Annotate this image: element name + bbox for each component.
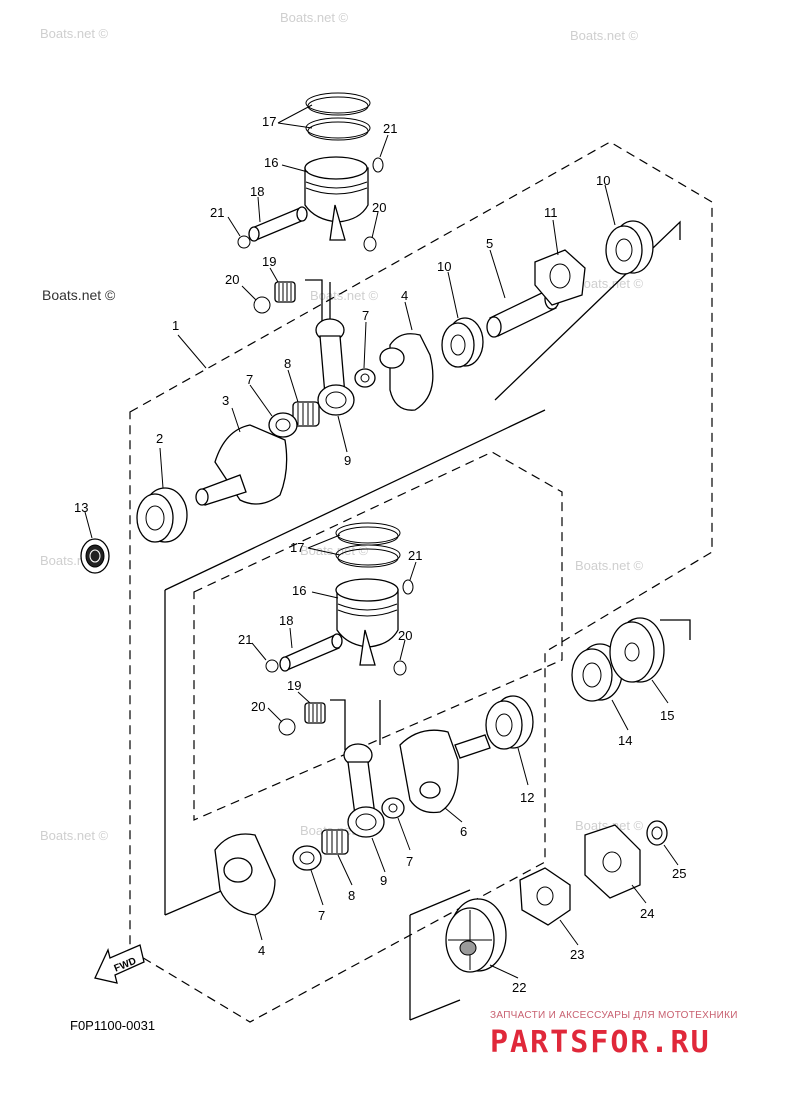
coupling-hub-22 [445, 898, 507, 973]
callout-24: 24 [640, 906, 654, 921]
callout-8: 8 [284, 356, 291, 371]
callout-9: 9 [380, 873, 387, 888]
callout-16: 16 [292, 583, 306, 598]
callout-23: 23 [570, 947, 584, 962]
crank-web-4-lower [214, 833, 276, 916]
callout-20: 20 [251, 699, 265, 714]
damper-23 [519, 867, 571, 926]
callout-14: 14 [618, 733, 632, 748]
lower-piston [335, 578, 399, 666]
grouping-lines [164, 220, 691, 1021]
callout-2: 2 [156, 431, 163, 446]
callout-21: 21 [238, 632, 252, 647]
lower-washer-7 [292, 845, 322, 871]
callout-18: 18 [250, 184, 264, 199]
callout-15: 15 [660, 708, 674, 723]
watermark: Boats.net © [575, 558, 644, 573]
watermark: Boats.net © [310, 288, 379, 303]
callout-16: 16 [264, 155, 278, 170]
watermark: Boats.net © [280, 10, 349, 25]
lower-thrust-washer [381, 797, 405, 819]
callout-21: 21 [408, 548, 422, 563]
crank-web-4-upper [379, 333, 434, 411]
upper-thrust-washer [354, 368, 376, 388]
lower-connecting-rod [343, 743, 385, 838]
lower-piston-rings [335, 522, 401, 568]
assembly-outlines [129, 141, 713, 1023]
watermark: Boats.net © [40, 26, 109, 41]
callout-11: 11 [544, 205, 558, 220]
callout-21: 21 [383, 121, 397, 136]
callout-5: 5 [486, 236, 493, 251]
diagram-code: F0P1100-0031 [70, 1018, 155, 1033]
brand-name: PARTSFOR.RU [490, 1025, 711, 1060]
watermark-prominent: Boats.net © [42, 287, 116, 303]
callout-20: 20 [372, 200, 386, 215]
callout-17: 17 [290, 540, 304, 555]
bearing-12 [485, 695, 534, 750]
upper-circlips [237, 157, 384, 314]
callout-3: 3 [222, 393, 229, 408]
seal-15 [609, 617, 665, 683]
leader-lines [84, 104, 679, 979]
callout-4: 4 [258, 943, 265, 958]
brand-logo: ЗАПЧАСТИ И АКСЕССУАРЫ ДЛЯ МОТОТЕХНИКИ PA… [490, 1010, 738, 1060]
callout-9: 9 [344, 453, 351, 468]
lower-needle-bearing-big [321, 829, 349, 855]
fwd-arrow-icon: FWD [94, 944, 145, 984]
callout-19: 19 [262, 254, 276, 269]
watermark: Boats.net © [575, 818, 644, 833]
upper-needle-bearing-big [292, 401, 320, 427]
callout-10: 10 [437, 259, 451, 274]
watermark: Boats.net © [570, 28, 639, 43]
callout-7: 7 [318, 908, 325, 923]
upper-piston-rings [305, 92, 371, 141]
oil-seal-13 [80, 538, 110, 574]
callout-7: 7 [406, 854, 413, 869]
callout-4: 4 [401, 288, 408, 303]
callout-18: 18 [279, 613, 293, 628]
crank-web-6 [399, 729, 491, 814]
callout-20: 20 [225, 272, 239, 287]
callouts: 17 16 18 21 21 20 19 20 7 4 10 5 11 10 8… [74, 114, 686, 995]
callout-1: 1 [172, 318, 179, 333]
crank-web-3 [195, 424, 288, 506]
lower-needle-bearing [304, 702, 326, 724]
callout-25: 25 [672, 866, 686, 881]
callout-12: 12 [520, 790, 534, 805]
crankshaft-assembly-outline [129, 141, 713, 1023]
piston-subassembly-outline [193, 451, 563, 821]
bearing-2 [136, 487, 188, 543]
watermark: Boats.net © [40, 828, 109, 843]
callout-6: 6 [460, 824, 467, 839]
bearing-10-right [605, 220, 654, 275]
watermark: Boats.net © [575, 276, 644, 291]
nut-11 [534, 249, 586, 306]
callout-10: 10 [596, 173, 610, 188]
upper-washer-7 [268, 412, 298, 438]
bearing-10-middle [441, 317, 484, 368]
lower-piston-pin [279, 633, 343, 672]
ring-25 [646, 820, 668, 846]
callout-19: 19 [287, 678, 301, 693]
brand-tagline: ЗАПЧАСТИ И АКСЕССУАРЫ ДЛЯ МОТОТЕХНИКИ [490, 1010, 738, 1021]
upper-needle-bearing [274, 281, 296, 303]
watermarks: Boats.net © Boats.net © Boats.net © Boat… [40, 10, 644, 843]
upper-connecting-rod [315, 318, 355, 416]
callout-7: 7 [362, 308, 369, 323]
callout-7: 7 [246, 372, 253, 387]
upper-piston [304, 156, 369, 241]
lower-circlips [265, 579, 414, 736]
callout-13: 13 [74, 500, 88, 515]
upper-piston-pin [248, 206, 308, 242]
coupling-hub-24 [584, 824, 641, 899]
callout-22: 22 [512, 980, 526, 995]
callout-8: 8 [348, 888, 355, 903]
callout-17: 17 [262, 114, 276, 129]
callout-20: 20 [398, 628, 412, 643]
callout-21: 21 [210, 205, 224, 220]
